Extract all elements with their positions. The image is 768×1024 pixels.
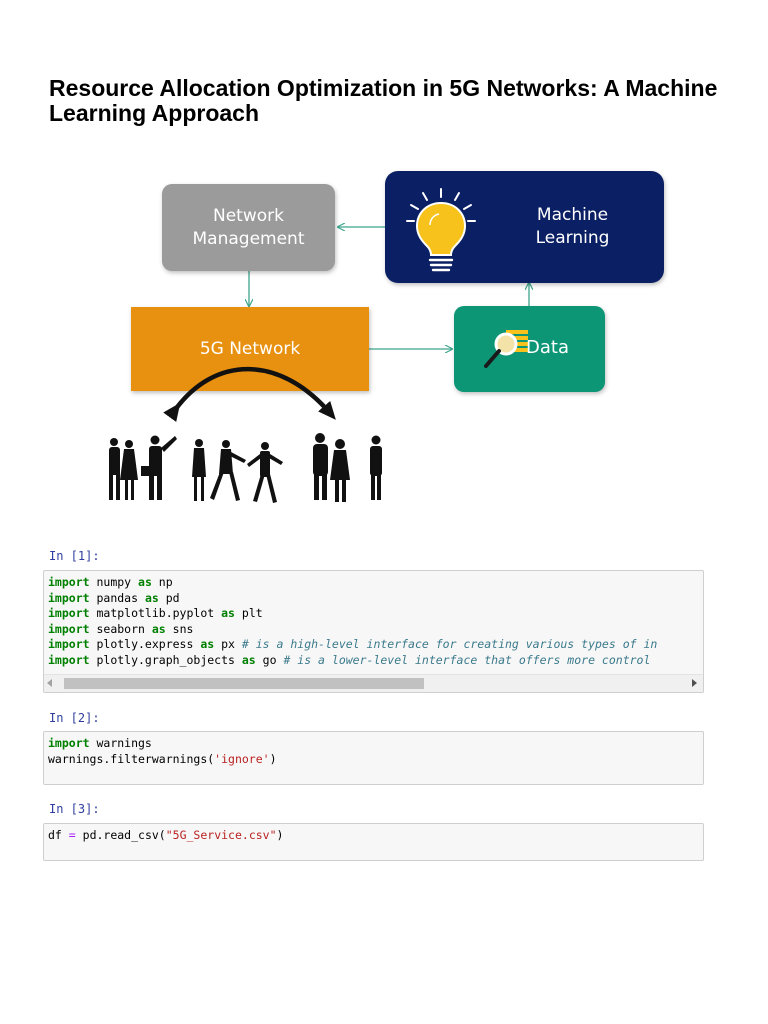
machine-learning-box: Machine Learning bbox=[385, 171, 664, 283]
horizontal-scrollbar[interactable] bbox=[44, 674, 703, 692]
code-input-3[interactable]: df = pd.read_csv("5G_Service.csv") bbox=[44, 824, 703, 844]
code-line: import plotly.express as px # is a high-… bbox=[48, 637, 658, 652]
network-management-box: Network Management bbox=[162, 184, 335, 271]
code-cell-1[interactable]: import numpy as np import pandas as pd i… bbox=[43, 570, 704, 693]
scrollbar-thumb[interactable] bbox=[64, 678, 424, 689]
cell-prompt-3: In [3]: bbox=[49, 802, 100, 816]
5g-network-label: 5G Network bbox=[199, 338, 301, 359]
network-diagram: Network Management Machine Learning bbox=[90, 160, 690, 520]
code-line: import seaborn as sns bbox=[48, 621, 194, 636]
code-input-2[interactable]: import warnings warnings.filterwarnings(… bbox=[44, 732, 703, 767]
page-title: Resource Allocation Optimization in 5G N… bbox=[49, 75, 718, 126]
diagram-arrows bbox=[90, 160, 690, 520]
code-cell-2[interactable]: import warnings warnings.filterwarnings(… bbox=[43, 731, 704, 785]
code-line: df = pd.read_csv("5G_Service.csv") bbox=[48, 828, 284, 842]
code-line: import numpy as np bbox=[48, 575, 173, 589]
code-line: import plotly.graph_objects as go # is a… bbox=[48, 652, 651, 667]
lightbulb-icon bbox=[406, 188, 476, 272]
distribution-arc bbox=[163, 366, 336, 422]
code-line: import warnings bbox=[48, 736, 152, 750]
people-silhouettes-image bbox=[109, 366, 382, 503]
data-box: Data bbox=[454, 306, 605, 392]
magnifier-data-icon bbox=[484, 330, 528, 368]
code-input-1[interactable]: import numpy as np import pandas as pd i… bbox=[44, 571, 703, 669]
code-line: import pandas as pd bbox=[48, 590, 180, 605]
data-label: Data bbox=[526, 337, 569, 358]
5g-network-box: 5G Network bbox=[131, 307, 369, 391]
cell-prompt-2: In [2]: bbox=[49, 711, 100, 725]
code-cell-3[interactable]: df = pd.read_csv("5G_Service.csv") bbox=[43, 823, 704, 861]
scroll-left-icon[interactable] bbox=[47, 679, 52, 687]
scroll-right-icon[interactable] bbox=[692, 679, 697, 687]
machine-learning-label: Machine Learning bbox=[535, 205, 610, 248]
network-management-label: Network Management bbox=[192, 205, 305, 249]
code-line: warnings.filterwarnings('ignore') bbox=[48, 751, 277, 766]
cell-prompt-1: In [1]: bbox=[49, 549, 100, 563]
people-group bbox=[109, 433, 382, 503]
code-line: import matplotlib.pyplot as plt bbox=[48, 606, 263, 621]
